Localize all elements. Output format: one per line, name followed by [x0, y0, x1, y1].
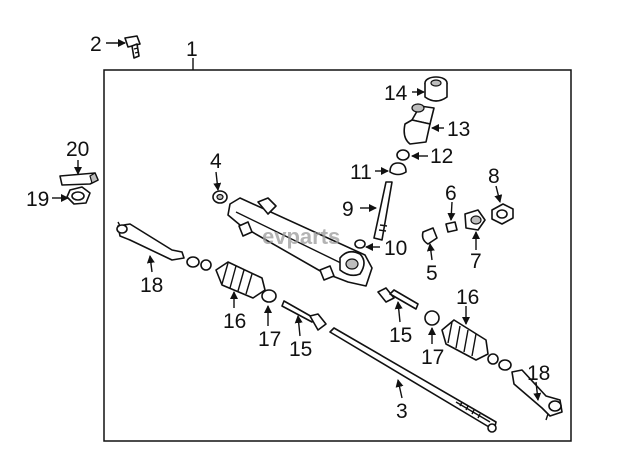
callout-7: 7 — [470, 250, 482, 273]
callout-2: 2 — [90, 33, 102, 56]
bolt-part — [124, 35, 141, 59]
nut-part — [66, 186, 91, 205]
clamp-left-part — [261, 289, 277, 303]
callout-17-left: 17 — [258, 328, 281, 351]
callout-4: 4 — [210, 150, 222, 173]
callout-numbers: 2 1 20 19 4 14 13 12 11 9 10 5 6 7 8 18 … — [26, 33, 550, 423]
boot-left-part — [215, 261, 266, 299]
watermark: evparts — [262, 224, 340, 249]
inner-tie-rod-right-part — [377, 287, 419, 310]
callout-20: 20 — [66, 138, 89, 161]
boot-right-part — [441, 319, 489, 361]
callout-16-right: 16 — [456, 286, 479, 309]
callout-10: 10 — [384, 237, 407, 260]
callout-6: 6 — [445, 182, 457, 205]
tie-rod-end-left-part — [116, 221, 185, 261]
callout-12: 12 — [430, 145, 453, 168]
callout-18-left: 18 — [140, 274, 163, 297]
assembly-frame — [103, 69, 572, 442]
seal-part — [212, 190, 228, 204]
callout-18-right: 18 — [527, 362, 550, 385]
clamp-right-part — [424, 310, 440, 326]
callout-14: 14 — [384, 82, 408, 105]
callout-5: 5 — [426, 262, 438, 285]
washer-left-part — [200, 259, 212, 271]
callout-15-left: 15 — [289, 338, 312, 361]
clip-part — [59, 172, 99, 186]
callout-8: 8 — [488, 165, 500, 188]
seal-cap-part — [389, 162, 407, 176]
pinion-shaft-part — [373, 181, 393, 241]
callout-3: 3 — [396, 400, 408, 423]
bushing-part — [403, 103, 435, 145]
jam-nut-left-part — [186, 256, 200, 268]
callout-17-right: 17 — [421, 346, 444, 369]
jam-nut-right-part — [498, 359, 512, 371]
callout-19: 19 — [26, 188, 49, 211]
callout-16-left: 16 — [223, 310, 246, 333]
rack-housing-part — [227, 197, 373, 287]
callout-13: 13 — [447, 118, 470, 141]
yoke-part — [421, 227, 438, 245]
callout-9: 9 — [342, 198, 354, 221]
callout-11: 11 — [350, 161, 372, 184]
callout-1: 1 — [186, 38, 198, 61]
callout-15-right: 15 — [389, 324, 412, 347]
plug-part — [445, 221, 458, 233]
leader-lines — [52, 39, 542, 401]
ring-part — [396, 149, 410, 161]
washer-right-part — [487, 353, 499, 365]
lock-nut-part — [491, 203, 514, 225]
inner-tie-rod-left-part — [281, 300, 327, 331]
mount-cap-part — [424, 76, 448, 102]
yoke-spring-part — [464, 209, 486, 231]
steering-rack-part — [329, 327, 497, 433]
